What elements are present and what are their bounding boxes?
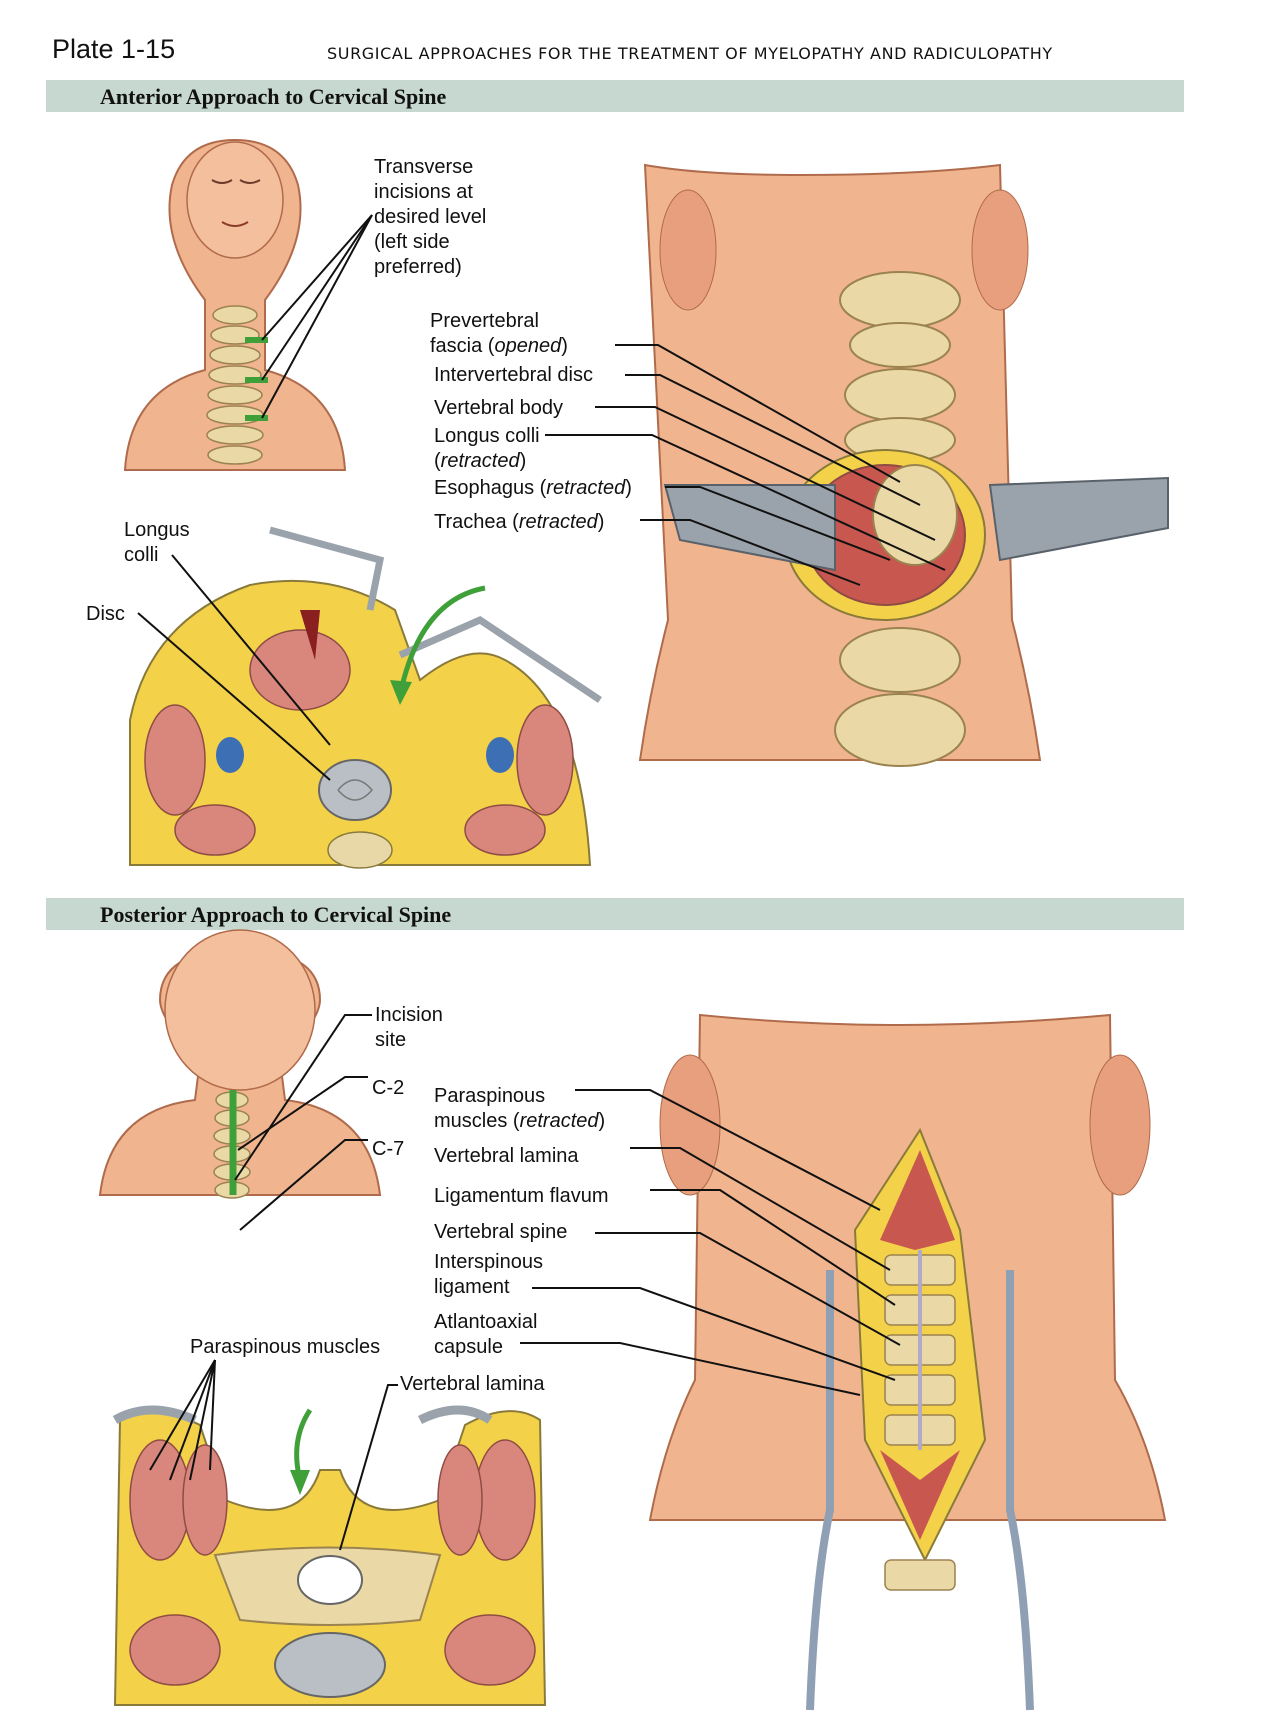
posterior-section-title: Posterior Approach to Cervical Spine xyxy=(100,902,452,927)
anterior-head-illustration xyxy=(123,138,347,471)
label-paraspinous-retracted: Paraspinous muscles (retracted) xyxy=(434,1085,606,1132)
anterior-neck-illustration xyxy=(638,163,1169,767)
green-arrow-posterior xyxy=(294,1408,313,1481)
posterior-section-band: Posterior Approach to Cervical Spine xyxy=(46,898,1184,930)
label-longus-colli: Longus colli (retracted) xyxy=(434,425,540,472)
anterior-cross-section xyxy=(129,526,602,869)
posterior-neck-illustration xyxy=(648,1013,1167,1711)
label-atlantoaxial-capsule: Atlantoaxial capsule xyxy=(434,1311,538,1358)
plate-title: Surgical Approaches for the Treatment of… xyxy=(327,44,1053,63)
label-transverse-incisions: Transverse incisions at desired level (l… xyxy=(374,156,487,278)
label-interspinous-ligament: Interspinous ligament xyxy=(434,1251,543,1298)
label-vertebral-spine: Vertebral spine xyxy=(434,1221,568,1243)
label-disc: Disc xyxy=(86,603,125,625)
label-vertebral-lamina-cross: Vertebral lamina xyxy=(400,1373,545,1395)
label-esophagus: Esophagus (retracted) xyxy=(434,477,632,499)
leader-lines-cross-anterior xyxy=(137,554,331,781)
label-prevertebral-fascia: Prevertebral fascia (opened) xyxy=(430,310,568,357)
label-vertebral-body: Vertebral body xyxy=(434,397,563,419)
label-intervertebral-disc: Intervertebral disc xyxy=(434,364,593,386)
label-incision-site: Incision site xyxy=(375,1004,443,1051)
label-trachea: Trachea (retracted) xyxy=(434,511,605,533)
leader-lines-posterior-cross xyxy=(149,1359,398,1551)
posterior-cross-section xyxy=(112,1405,547,1706)
incision-marks-anterior xyxy=(245,337,268,421)
green-arrow-anterior xyxy=(397,585,486,696)
plate-number: Plate 1-15 xyxy=(52,34,176,64)
posterior-head-illustration xyxy=(98,929,382,1199)
label-c7: C-7 xyxy=(372,1138,405,1160)
leader-lines-incision xyxy=(261,214,373,419)
leader-lines-posterior-small xyxy=(234,1014,372,1231)
label-longus-colli-cross: Longus colli xyxy=(124,519,190,566)
anterior-section-band: Anterior Approach to Cervical Spine xyxy=(46,80,1184,112)
label-vertebral-lamina: Vertebral lamina xyxy=(434,1145,579,1167)
leader-lines-anterior-neck xyxy=(545,344,946,586)
label-paraspinous-muscles: Paraspinous muscles xyxy=(190,1336,381,1358)
leader-lines-posterior-neck xyxy=(520,1089,901,1396)
anterior-section-title: Anterior Approach to Cervical Spine xyxy=(100,84,447,109)
label-ligamentum-flavum: Ligamentum flavum xyxy=(434,1185,609,1207)
label-c2: C-2 xyxy=(372,1077,405,1099)
